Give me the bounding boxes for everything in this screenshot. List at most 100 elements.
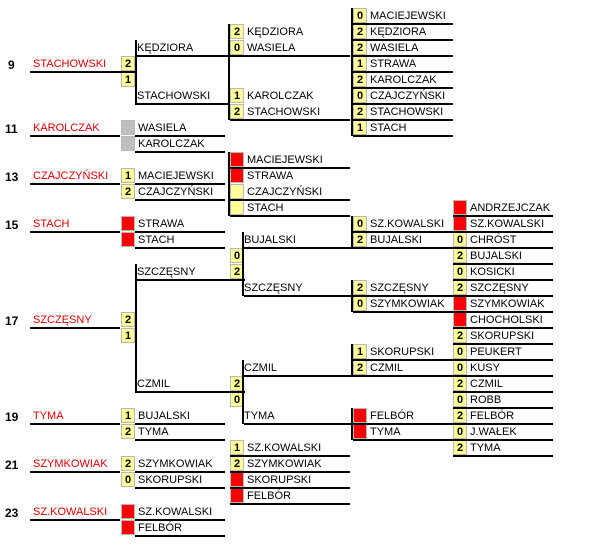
bracket-line (242, 232, 244, 296)
score-box: 2 (230, 24, 244, 39)
score-box: 0 (353, 296, 367, 311)
bracket-line (135, 391, 245, 393)
bracket-line (453, 423, 553, 425)
bracket-line (230, 199, 350, 201)
player-name: SZCZĘSNY (370, 282, 429, 294)
bracket-line (135, 40, 137, 105)
score-box: 1 (230, 88, 244, 103)
score-box: 0 (453, 392, 467, 407)
player-name: KUSY (470, 362, 500, 374)
player-name: CHOCHOLSKI (470, 314, 543, 326)
score-box (121, 504, 135, 519)
score-box: 2 (453, 408, 467, 423)
player-name: BUJALSKI (470, 250, 522, 262)
bracket-line (353, 103, 453, 105)
bracket-line (135, 487, 225, 489)
player-name: BUJALSKI (370, 234, 422, 246)
bracket-line (230, 471, 350, 473)
bracket-line (230, 455, 350, 457)
score-box: 0 (453, 344, 467, 359)
bracket-line (453, 247, 553, 249)
score-box: 1 (121, 408, 135, 423)
bracket-line (135, 231, 225, 233)
player-name: STACH (247, 202, 284, 214)
player-name: SKORUPSKI (247, 474, 312, 486)
player-name: KĘDZIORA (137, 42, 194, 54)
score-box (230, 200, 244, 215)
score-box: 2 (453, 376, 467, 391)
score-box: 2 (121, 456, 135, 471)
player-name: CHRÓST (470, 234, 517, 246)
player-name: BUJALSKI (138, 410, 190, 422)
player-name: SZCZĘSNY (470, 282, 529, 294)
bracket-line (230, 215, 350, 217)
bracket-line (353, 135, 453, 137)
bracket-line (135, 151, 225, 153)
player-name: STRAWA (138, 218, 185, 230)
bracket-line (230, 55, 350, 57)
score-box: 2 (353, 280, 367, 295)
bracket-line (244, 295, 354, 297)
bracket-line (230, 503, 350, 505)
score-box: 2 (353, 232, 367, 247)
player-name: FELBÓR (247, 490, 292, 502)
bracket-line (230, 119, 350, 121)
bracket-line (244, 423, 354, 425)
score-box (121, 136, 135, 151)
score-box: 2 (353, 40, 367, 55)
bracket-line (453, 327, 553, 329)
bracket-line (242, 360, 244, 424)
bracket-line (351, 8, 353, 136)
bracket-line (135, 535, 225, 537)
score-box: 2 (121, 312, 135, 327)
player-name: SKORUPSKI (370, 346, 435, 358)
player-name: TYMA (138, 426, 169, 438)
score-box (353, 424, 367, 439)
player-name: STRAWA (370, 58, 417, 70)
score-box: 2 (230, 456, 244, 471)
player-name: KAROLCZAK (138, 138, 205, 150)
player-name: STACHOWSKI (247, 106, 321, 118)
score-box: 2 (121, 184, 135, 199)
bracket-line (453, 295, 553, 297)
score-box: 2 (230, 104, 244, 119)
player-name: TYMA (470, 442, 501, 454)
bracket-line (135, 519, 225, 521)
player-name: WASIELA (247, 42, 296, 54)
bracket-line (353, 423, 453, 425)
score-box: 0 (121, 472, 135, 487)
seed-player-name: SZ.KOWALSKI (33, 506, 108, 518)
seed-player-name: SZCZĘSNY (33, 314, 92, 326)
bracket-line (353, 55, 453, 57)
score-box: 2 (453, 440, 467, 455)
bracket-line (135, 439, 225, 441)
player-name: MACIEJEWSKI (370, 10, 446, 22)
bracket-line (453, 311, 553, 313)
score-box (230, 472, 244, 487)
bracket-line (230, 167, 350, 169)
player-name: FELBÓR (138, 522, 183, 534)
player-name: FELBÓR (370, 410, 415, 422)
bracket-line (453, 215, 553, 217)
score-box: 2 (121, 56, 135, 71)
player-name: MACIEJEWSKI (247, 154, 323, 166)
score-box: 0 (230, 40, 244, 55)
bracket-line (30, 423, 120, 425)
score-box (353, 408, 367, 423)
score-box (121, 232, 135, 247)
player-name: SZYMKOWIAK (470, 298, 545, 310)
player-name: STACH (370, 122, 407, 134)
player-name: SZYMKOWIAK (370, 298, 445, 310)
bracket-line (30, 71, 135, 73)
bracket-line (453, 263, 553, 265)
score-box: 2 (353, 104, 367, 119)
score-box (230, 168, 244, 183)
player-name: BUJALSKI (244, 234, 296, 246)
bracket-line (453, 279, 553, 281)
player-name: CZMIL (137, 378, 170, 390)
bracket-line (353, 439, 453, 441)
bracket-line (244, 375, 354, 377)
bracket-line (353, 359, 453, 361)
seed-number: 21 (5, 458, 19, 472)
